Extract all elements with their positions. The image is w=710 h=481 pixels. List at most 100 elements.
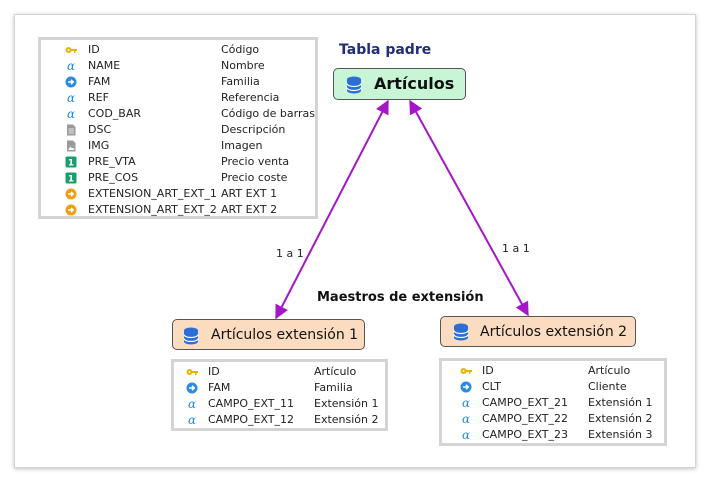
field-description: Extensión 2 <box>314 413 379 426</box>
field-description: Precio coste <box>221 171 288 184</box>
field-name: EXTENSION_ART_EXT_2 <box>88 203 217 216</box>
field-row[interactable]: FAM Familia <box>186 380 386 396</box>
alpha-icon: α <box>462 429 470 441</box>
extension-2-name: Artículos extensión 2 <box>480 324 628 340</box>
field-row[interactable]: CLT Cliente <box>460 379 665 395</box>
number-icon: 1 <box>65 172 77 184</box>
field-description: Familia <box>314 381 353 394</box>
field-description: Referencia <box>221 91 280 104</box>
extension-1-name: Artículos extensión 1 <box>211 327 359 343</box>
arrow-right-circle-icon <box>186 382 198 394</box>
field-name: CAMPO_EXT_12 <box>208 413 294 426</box>
field-row[interactable]: FAM Familia <box>65 74 315 90</box>
field-name: NAME <box>88 59 121 72</box>
field-description: Nombre <box>221 59 265 72</box>
field-description: Extensión 1 <box>314 397 379 410</box>
alpha-icon: α <box>67 108 75 120</box>
alpha-icon: α <box>188 398 196 410</box>
field-name: DSC <box>88 123 112 136</box>
relation-edge-ext-1 <box>275 99 389 320</box>
relation-label-ext-1: 1 a 1 <box>276 247 304 260</box>
alpha-icon: α <box>462 397 470 409</box>
svg-text:α: α <box>67 60 75 72</box>
field-description: Familia <box>221 75 260 88</box>
alpha-icon: α <box>67 92 75 104</box>
field-row[interactable]: 1 PRE_COS Precio coste <box>65 170 315 186</box>
field-description: Descripción <box>221 123 286 136</box>
parent-table-node[interactable]: Artículos <box>333 68 466 100</box>
svg-text:α: α <box>188 398 196 410</box>
field-description: Extensión 2 <box>588 412 653 425</box>
database-icon <box>453 323 469 341</box>
key-icon <box>460 368 472 374</box>
arrow-right-circle-icon <box>65 76 77 88</box>
svg-text:α: α <box>67 92 75 104</box>
field-row[interactable]: α CAMPO_EXT_12 Extensión 2 <box>186 412 386 428</box>
field-row[interactable]: α CAMPO_EXT_21 Extensión 1 <box>460 395 665 411</box>
field-row[interactable]: α NAME Nombre <box>65 58 315 74</box>
svg-text:α: α <box>462 429 470 441</box>
svg-text:1: 1 <box>68 159 74 169</box>
field-description: Artículo <box>314 365 357 378</box>
field-row[interactable]: α CAMPO_EXT_11 Extensión 1 <box>186 396 386 412</box>
alpha-icon: α <box>188 414 196 426</box>
field-row[interactable]: DSC Descripción <box>65 122 315 138</box>
svg-text:α: α <box>462 397 470 409</box>
svg-text:α: α <box>67 108 75 120</box>
database-icon <box>346 76 362 94</box>
parent-table-heading: Tabla padre <box>339 42 432 58</box>
key-icon <box>65 47 77 53</box>
field-name: CAMPO_EXT_21 <box>482 396 568 409</box>
field-description: Extensión 3 <box>588 428 653 441</box>
extension-2-node[interactable]: Artículos extensión 2 <box>440 316 636 347</box>
field-row[interactable]: 1 PRE_VTA Precio venta <box>65 154 315 170</box>
field-row[interactable]: EXTENSION_ART_EXT_1 ART EXT 1 <box>65 186 315 202</box>
field-description: Precio venta <box>221 155 290 168</box>
field-name: ID <box>208 365 220 378</box>
parent-table-name: Artículos <box>374 74 455 93</box>
field-description: ART EXT 2 <box>221 203 278 216</box>
key-icon <box>186 369 198 375</box>
field-description: Código <box>221 43 260 56</box>
svg-text:α: α <box>462 413 470 425</box>
relation-label-ext-2: 1 a 1 <box>502 242 530 255</box>
extension-link-icon <box>65 204 77 216</box>
field-name: PRE_VTA <box>88 155 136 168</box>
field-row[interactable]: α COD_BAR Código de barras <box>65 106 315 122</box>
field-name: EXTENSION_ART_EXT_1 <box>88 187 217 200</box>
database-icon <box>183 327 199 345</box>
document-icon <box>67 124 76 136</box>
field-description: ART EXT 1 <box>221 187 278 200</box>
extension-1-node[interactable]: Artículos extensión 1 <box>172 319 365 350</box>
image-icon <box>67 140 76 152</box>
field-row[interactable]: ID Artículo <box>186 364 386 380</box>
field-row[interactable]: EXTENSION_ART_EXT_2 ART EXT 2 <box>65 202 315 218</box>
field-description: Artículo <box>588 364 631 377</box>
extension-link-icon <box>65 188 77 200</box>
field-name: FAM <box>208 381 231 394</box>
field-name: COD_BAR <box>88 107 142 120</box>
alpha-icon: α <box>462 413 470 425</box>
field-row[interactable]: α CAMPO_EXT_23 Extensión 3 <box>460 427 665 443</box>
field-description: Extensión 1 <box>588 396 653 409</box>
alpha-icon: α <box>67 60 75 72</box>
relation-edge-ext-2 <box>409 99 529 317</box>
field-name: FAM <box>88 75 111 88</box>
arrow-right-circle-icon <box>460 381 472 393</box>
svg-text:1: 1 <box>68 175 74 185</box>
field-description: Cliente <box>588 380 627 393</box>
field-name: CAMPO_EXT_11 <box>208 397 294 410</box>
field-description: Código de barras <box>221 107 315 120</box>
field-name: CAMPO_EXT_23 <box>482 428 568 441</box>
field-name: CLT <box>482 380 502 393</box>
field-name: PRE_COS <box>88 171 139 184</box>
extensions-heading: Maestros de extensión <box>317 290 484 305</box>
